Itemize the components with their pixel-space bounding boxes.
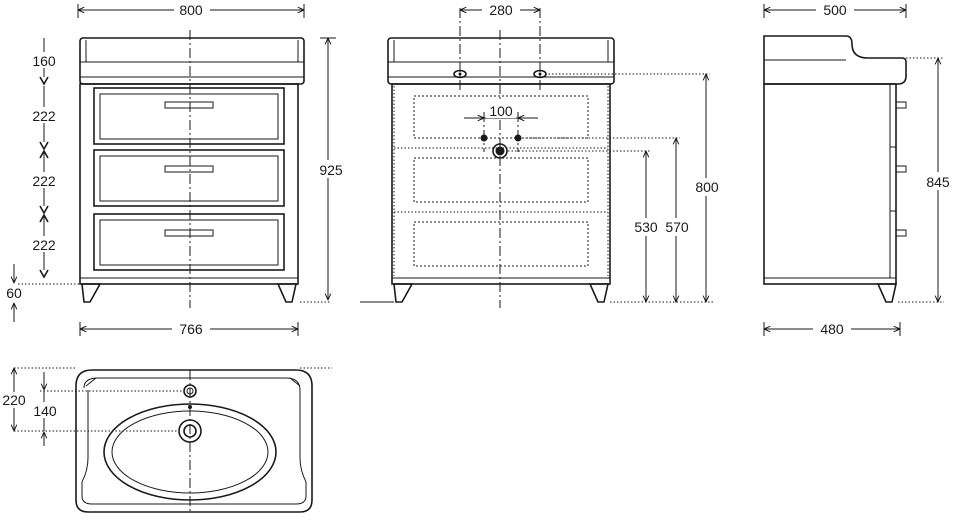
front-view: 800 766 925: [6, 1, 344, 337]
label-depth-total: 500: [823, 2, 847, 18]
back-left-leg: [393, 283, 414, 303]
label-height-drawer-3: 222: [32, 237, 56, 253]
drain-outlet: [492, 143, 508, 159]
label-height-drawer-1: 222: [32, 108, 56, 124]
label-width-cabinet: 766: [179, 321, 203, 337]
label-width-total: 800: [179, 2, 203, 18]
water-inlet-left: [480, 134, 488, 142]
side-cabinet: [763, 83, 907, 303]
dim-side-height: 845: [924, 58, 952, 302]
label-height-plinth: 60: [6, 285, 22, 301]
label-height-top: 160: [32, 53, 56, 69]
dim-front-plinth: 60: [6, 264, 22, 322]
dim-basin-drain-to-tap: 140: [30, 372, 60, 446]
label-drain-to-tap: 140: [33, 403, 57, 419]
back-cabinet: [391, 83, 611, 303]
drawer-3: [93, 213, 285, 271]
drawer-1: [93, 87, 285, 145]
label-height-drain: 530: [634, 219, 658, 235]
label-height-side: 845: [926, 174, 950, 190]
side-view: 500 480 845: [763, 1, 952, 337]
water-inlet-right: [514, 134, 522, 142]
dim-basin-tap-to-back: 220: [0, 368, 30, 431]
front-cabinet: [79, 83, 299, 303]
dim-front-width-total: 800: [78, 1, 304, 18]
basin-top-view: 220 140: [0, 368, 332, 513]
label-inlet-spacing: 100: [489, 103, 513, 119]
label-height-inlets: 570: [665, 219, 689, 235]
tap-hole-left: [453, 69, 467, 79]
label-height-taps: 800: [695, 179, 719, 195]
dim-tap-spacing: 280: [460, 1, 540, 18]
front-basin: [79, 37, 305, 85]
dim-side-depth-total: 500: [764, 1, 906, 18]
label-height-drawer-2: 222: [32, 173, 56, 189]
dim-front-height-total: 925: [316, 38, 344, 300]
label-tap-to-back: 220: [2, 392, 26, 408]
front-left-leg: [81, 283, 102, 303]
dim-side-depth-cabinet: 480: [764, 320, 900, 337]
dim-front-height-chain: 160 222 222 222: [28, 38, 60, 279]
dim-inlet-height: 570: [662, 138, 690, 302]
dim-drain-height: 530: [632, 151, 660, 302]
dim-front-width-cabinet: 766: [80, 320, 298, 337]
dim-tap-height: 800: [692, 74, 720, 302]
front-right-leg: [276, 283, 297, 303]
dim-inlet-spacing: 100: [464, 102, 538, 119]
label-tap-spacing: 280: [489, 2, 513, 18]
label-depth-cabinet: 480: [820, 321, 844, 337]
drawer-2: [93, 149, 285, 207]
back-basin: [387, 37, 615, 85]
label-height-total: 925: [319, 162, 343, 178]
side-leg: [876, 283, 897, 303]
back-right-leg: [588, 283, 609, 303]
side-basin: [763, 35, 907, 85]
back-view: 280 100 530 570 800: [360, 1, 720, 308]
